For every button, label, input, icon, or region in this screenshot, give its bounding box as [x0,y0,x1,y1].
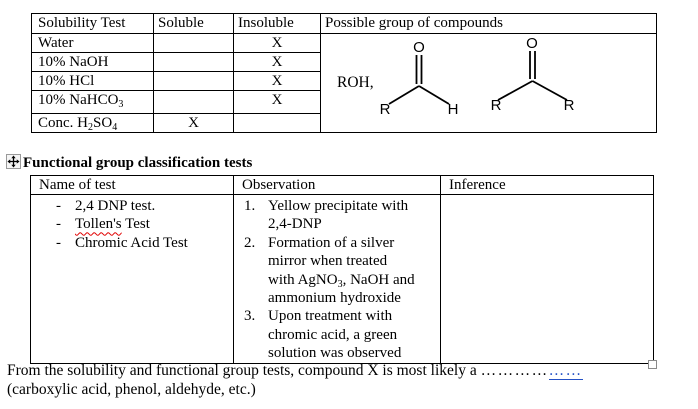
insoluble-mark: X [233,33,321,53]
observation-text: solution was observed [268,345,402,362]
observation-text: with AgNO3, NaOH and [268,271,415,290]
list-dash: - [56,216,61,233]
header-possible-group: Possible group of compounds [320,13,657,34]
test-name: Chromic Acid Test [75,234,188,251]
test-label-nahco3: 10% NaHCO3 [31,90,154,114]
insoluble-mark: X [233,90,321,114]
solubility-table: Solubility Test Soluble Insoluble Possib… [31,13,657,133]
observation-text: chromic acid, a green [268,326,398,343]
header-inference: Inference [440,175,654,195]
inference-cell [440,194,654,364]
table-resize-handle[interactable] [648,360,657,369]
list-item: - Chromic Acid Test [32,234,233,252]
observation-item: 2. Formation of a silver mirror when tre… [242,234,440,308]
observation-text: 2,4-DNP [268,216,322,233]
test-label-h2so4: Conc. H2SO4 [31,113,154,133]
name-of-test-cell: - 2,4 DNP test. - Tollen's Test - Chromi… [30,194,234,364]
observation-cell: 1. Yellow precipitate with 2,4-DNP 2. Fo… [233,194,441,364]
classification-table: Name of test Observation Inference - 2,4… [30,175,654,364]
observation-text: Yellow precipitate with [268,198,409,214]
table-row: Conc. H2SO4 X [31,113,657,133]
table-header-row: Name of test Observation Inference [30,175,654,195]
header-name-of-test: Name of test [30,175,234,195]
table-row: Water X ROH, O R H O [31,33,657,133]
insoluble-mark: X [233,52,321,72]
aldehyde-oxygen-label: O [413,39,425,56]
header-solubility-test: Solubility Test [31,13,154,34]
test-label-naoh: 10% NaOH [31,52,154,72]
header-insoluble: Insoluble [233,13,321,34]
roh-label: ROH, [337,74,374,91]
list-number: 1. [244,198,256,214]
soluble-mark [153,90,234,114]
ketone-r-right-label: R [564,97,575,114]
aldehyde-h-label: H [448,101,459,118]
conclusion-paragraph: From the solubility and functional group… [7,361,687,399]
soluble-mark [153,52,234,72]
observation-item: 1. Yellow precipitate with 2,4-DNP [242,197,440,234]
list-number: 3. [244,308,256,325]
conclusion-line: From the solubility and functional group… [7,362,583,380]
table-header-row: Solubility Test Soluble Insoluble Possib… [31,13,657,34]
ketone-r-left-label: R [491,97,502,114]
possible-compounds-cell: ROH, O R H O R R [320,33,657,133]
observation-text: ammonium hydroxide [268,290,401,307]
table-move-handle[interactable] [6,154,21,169]
aldehyde-structure: O R H [380,39,459,118]
move-arrows-icon [7,155,20,168]
ketone-structure: O R R [491,35,575,114]
list-item: - Tollen's Test [32,215,233,233]
section-title: Functional group classification tests [23,155,253,171]
observation-item: 3. Upon treatment with chromic acid, a g… [242,307,440,362]
soluble-mark [153,33,234,53]
test-label-hcl: 10% HCl [31,71,154,91]
soluble-mark [153,71,234,91]
observation-text: mirror when treated [268,253,388,270]
list-number: 2. [244,234,256,251]
insoluble-mark: X [233,71,321,91]
list-item: - 2,4 DNP test. [32,197,233,215]
test-name: 2,4 DNP test. [75,198,156,214]
header-observation: Observation [233,175,441,195]
header-soluble: Soluble [153,13,234,34]
aldehyde-r-label: R [380,101,391,118]
test-name: Tollen's Test [75,216,150,233]
observation-text: Upon treatment with [268,308,393,325]
soluble-mark: X [153,113,234,133]
insoluble-mark [233,113,321,133]
ketone-oxygen-label: O [526,35,538,52]
conclusion-line: (carboxylic acid, phenol, aldehyde, etc.… [7,381,256,398]
observation-text: Formation of a silver [268,234,395,251]
table-row: - 2,4 DNP test. - Tollen's Test - Chromi… [30,194,654,364]
list-dash: - [56,234,61,251]
list-dash: - [56,198,61,214]
test-label-water: Water [31,33,154,53]
